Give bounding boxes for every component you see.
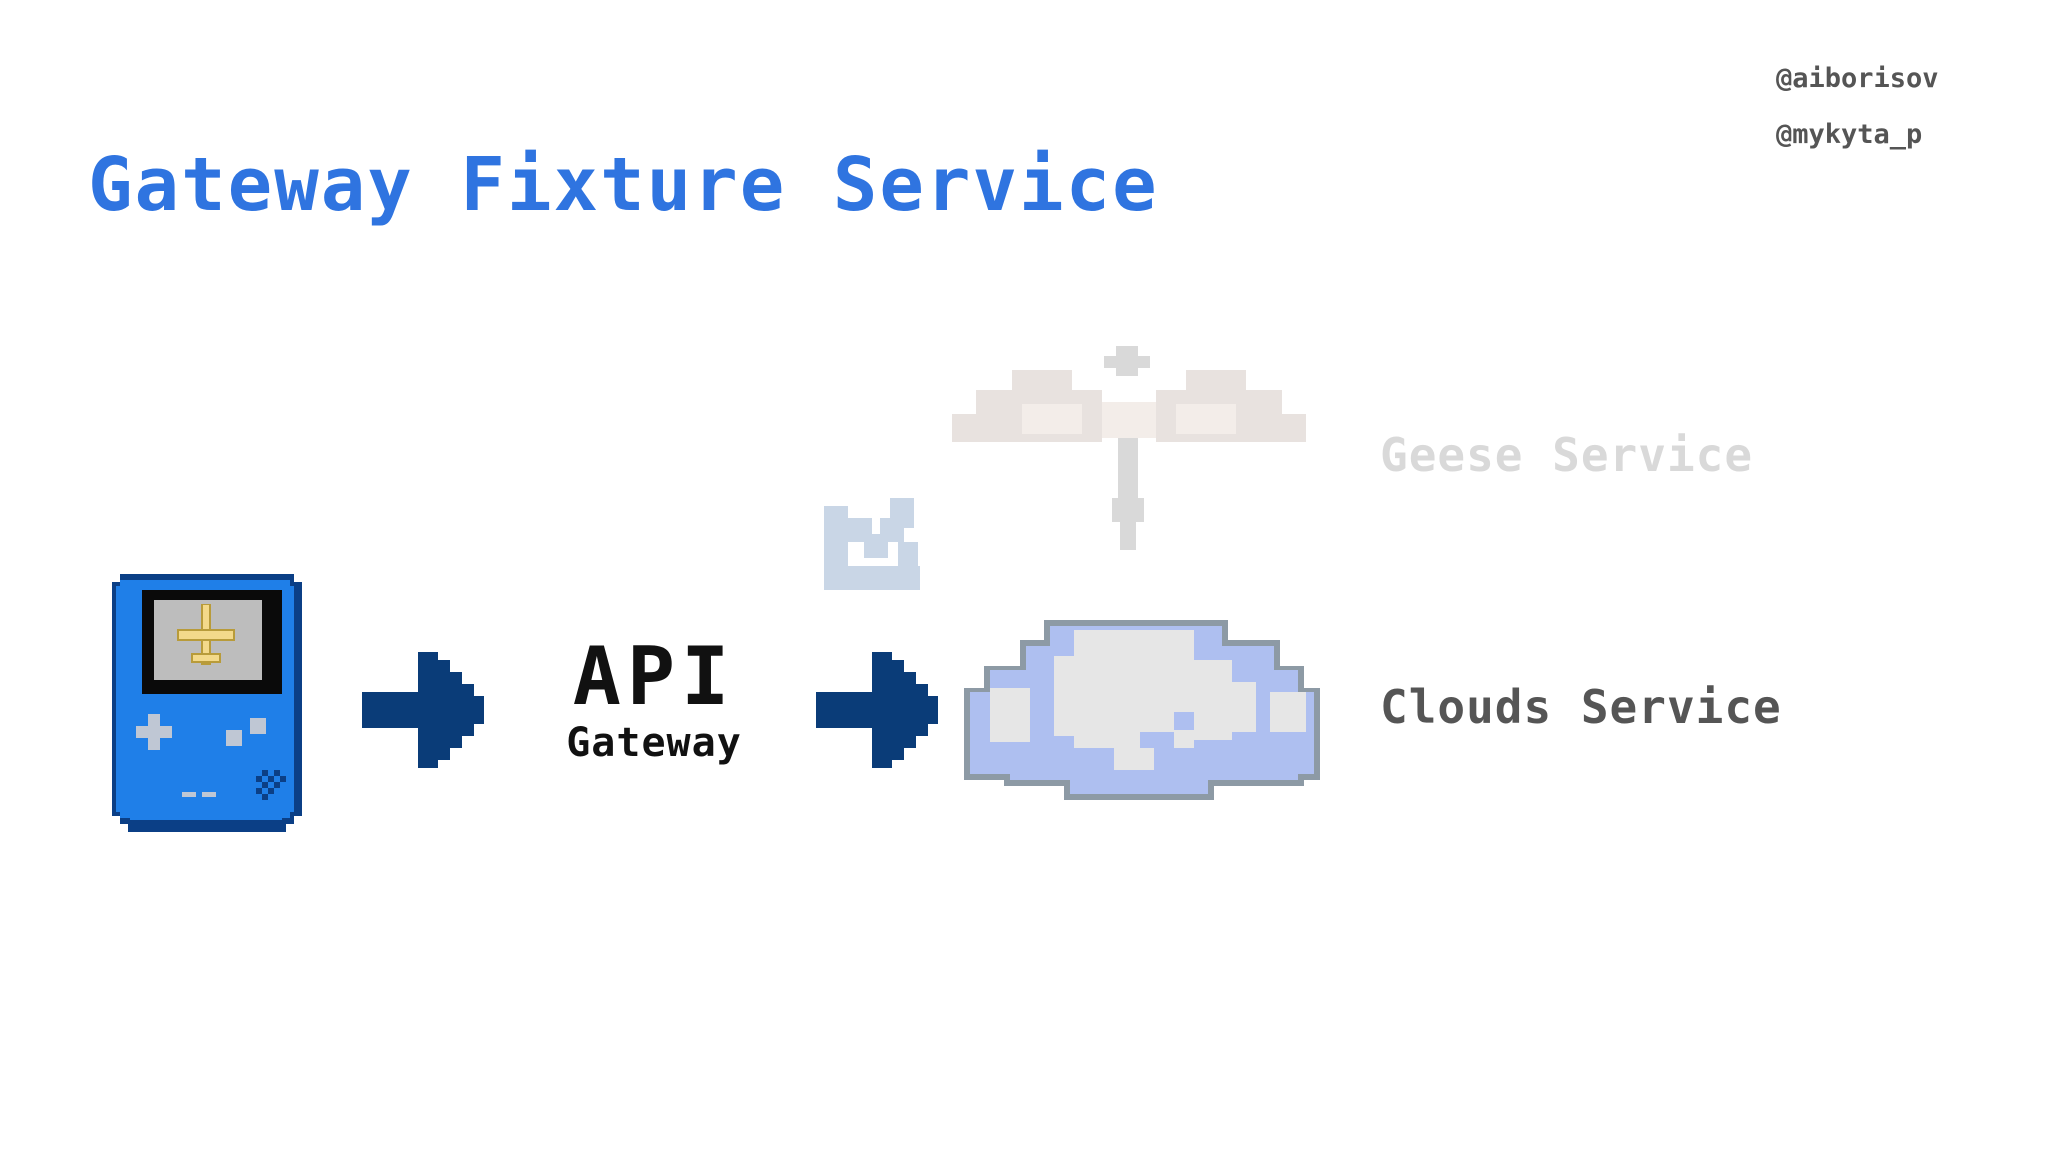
author-handles: @aiborisov @mykyta_p bbox=[1776, 56, 1939, 168]
geese-service-label: Geese Service bbox=[1380, 428, 1754, 482]
handheld-device-icon bbox=[112, 574, 302, 832]
api-gateway-title: API bbox=[572, 630, 736, 723]
arrow-down-left-icon bbox=[824, 498, 920, 590]
clouds-service-label: Clouds Service bbox=[1380, 680, 1782, 734]
slide-title: Gateway Fixture Service bbox=[88, 142, 1159, 228]
api-gateway-subtitle: Gateway bbox=[566, 720, 742, 766]
cloud-icon bbox=[964, 620, 1320, 800]
airplane-icon bbox=[177, 604, 235, 665]
handle-mykyta: @mykyta_p bbox=[1776, 119, 1923, 150]
goose-icon bbox=[952, 346, 1306, 550]
handle-aiborisov: @aiborisov bbox=[1776, 63, 1939, 94]
arrow-right-icon bbox=[816, 652, 938, 768]
arrow-right-icon bbox=[362, 652, 484, 768]
